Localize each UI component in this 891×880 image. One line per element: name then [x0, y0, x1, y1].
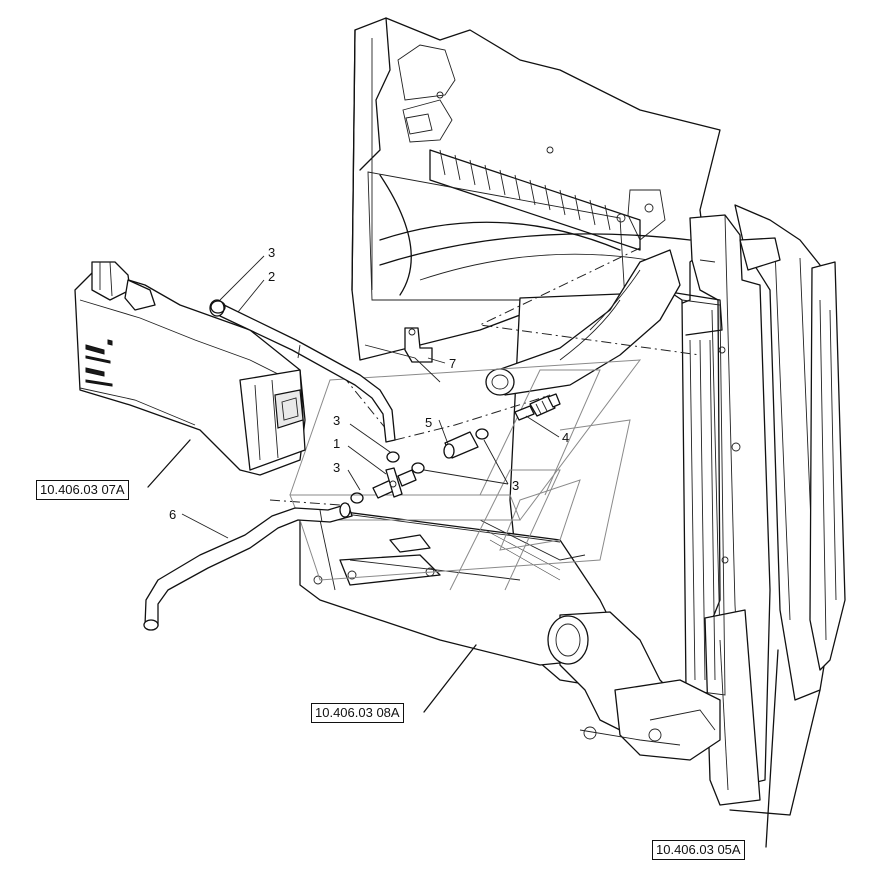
callout-1: 1 — [333, 436, 340, 451]
reference-label-cooler-frame[interactable]: 10.406.03 05A — [652, 840, 745, 860]
callout-3-right: 3 — [512, 478, 519, 493]
callout-4: 4 — [562, 430, 569, 445]
cooler-frame — [351, 17, 721, 361]
callout-6: 6 — [169, 507, 176, 522]
callout-numbers: 3 2 7 3 1 3 5 4 3 6 — [169, 245, 569, 522]
fitting-4 — [514, 393, 561, 421]
tee-fitting-1 — [372, 467, 417, 499]
expansion-tank — [74, 261, 306, 476]
leader-lines — [147, 255, 779, 848]
callout-5: 5 — [425, 415, 432, 430]
hose-clip-7 — [364, 327, 441, 383]
callout-2: 2 — [268, 269, 275, 284]
short-hose-5 — [443, 431, 479, 459]
lower-outlet-pipe — [547, 611, 721, 761]
callout-7: 7 — [449, 356, 456, 371]
hose-clamps — [210, 300, 489, 504]
callout-3-mid: 3 — [333, 413, 340, 428]
reference-label-expansion-tank[interactable]: 10.406.03 07A — [36, 480, 129, 500]
upper-radiator-hose — [485, 249, 681, 396]
callout-3-top: 3 — [268, 245, 275, 260]
side-posts — [689, 204, 846, 816]
lower-hose-6 — [143, 502, 353, 631]
reference-label-radiator-assembly[interactable]: 10.406.03 08A — [311, 703, 404, 723]
callout-3-low: 3 — [333, 460, 340, 475]
